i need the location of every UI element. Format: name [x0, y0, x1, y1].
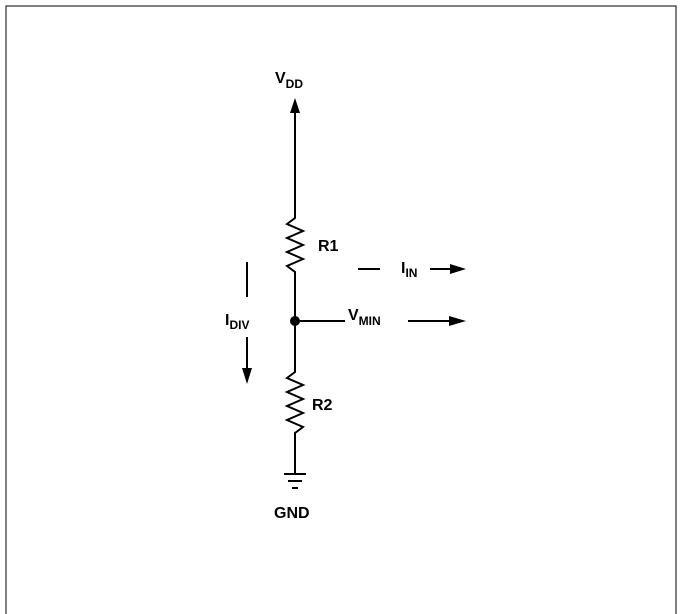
resistor-r2 [284, 368, 306, 438]
idiv-arrow-icon [242, 368, 252, 384]
r2-label: R2 [312, 397, 333, 414]
vmin-label: VMIN [348, 307, 381, 328]
iin-arrow-icon [450, 264, 466, 274]
resistor-r1 [284, 210, 306, 282]
idiv-label: IDIV [225, 312, 249, 332]
r1-label: R1 [318, 238, 339, 255]
gnd-label: GND [274, 505, 310, 522]
iin-label: IIN [401, 260, 417, 280]
vdd-arrow-icon [290, 98, 300, 113]
ground-icon [284, 473, 306, 489]
figure-border [5, 5, 677, 614]
vmin-arrow-icon [449, 316, 466, 326]
vdd-label: VDD [275, 70, 303, 91]
